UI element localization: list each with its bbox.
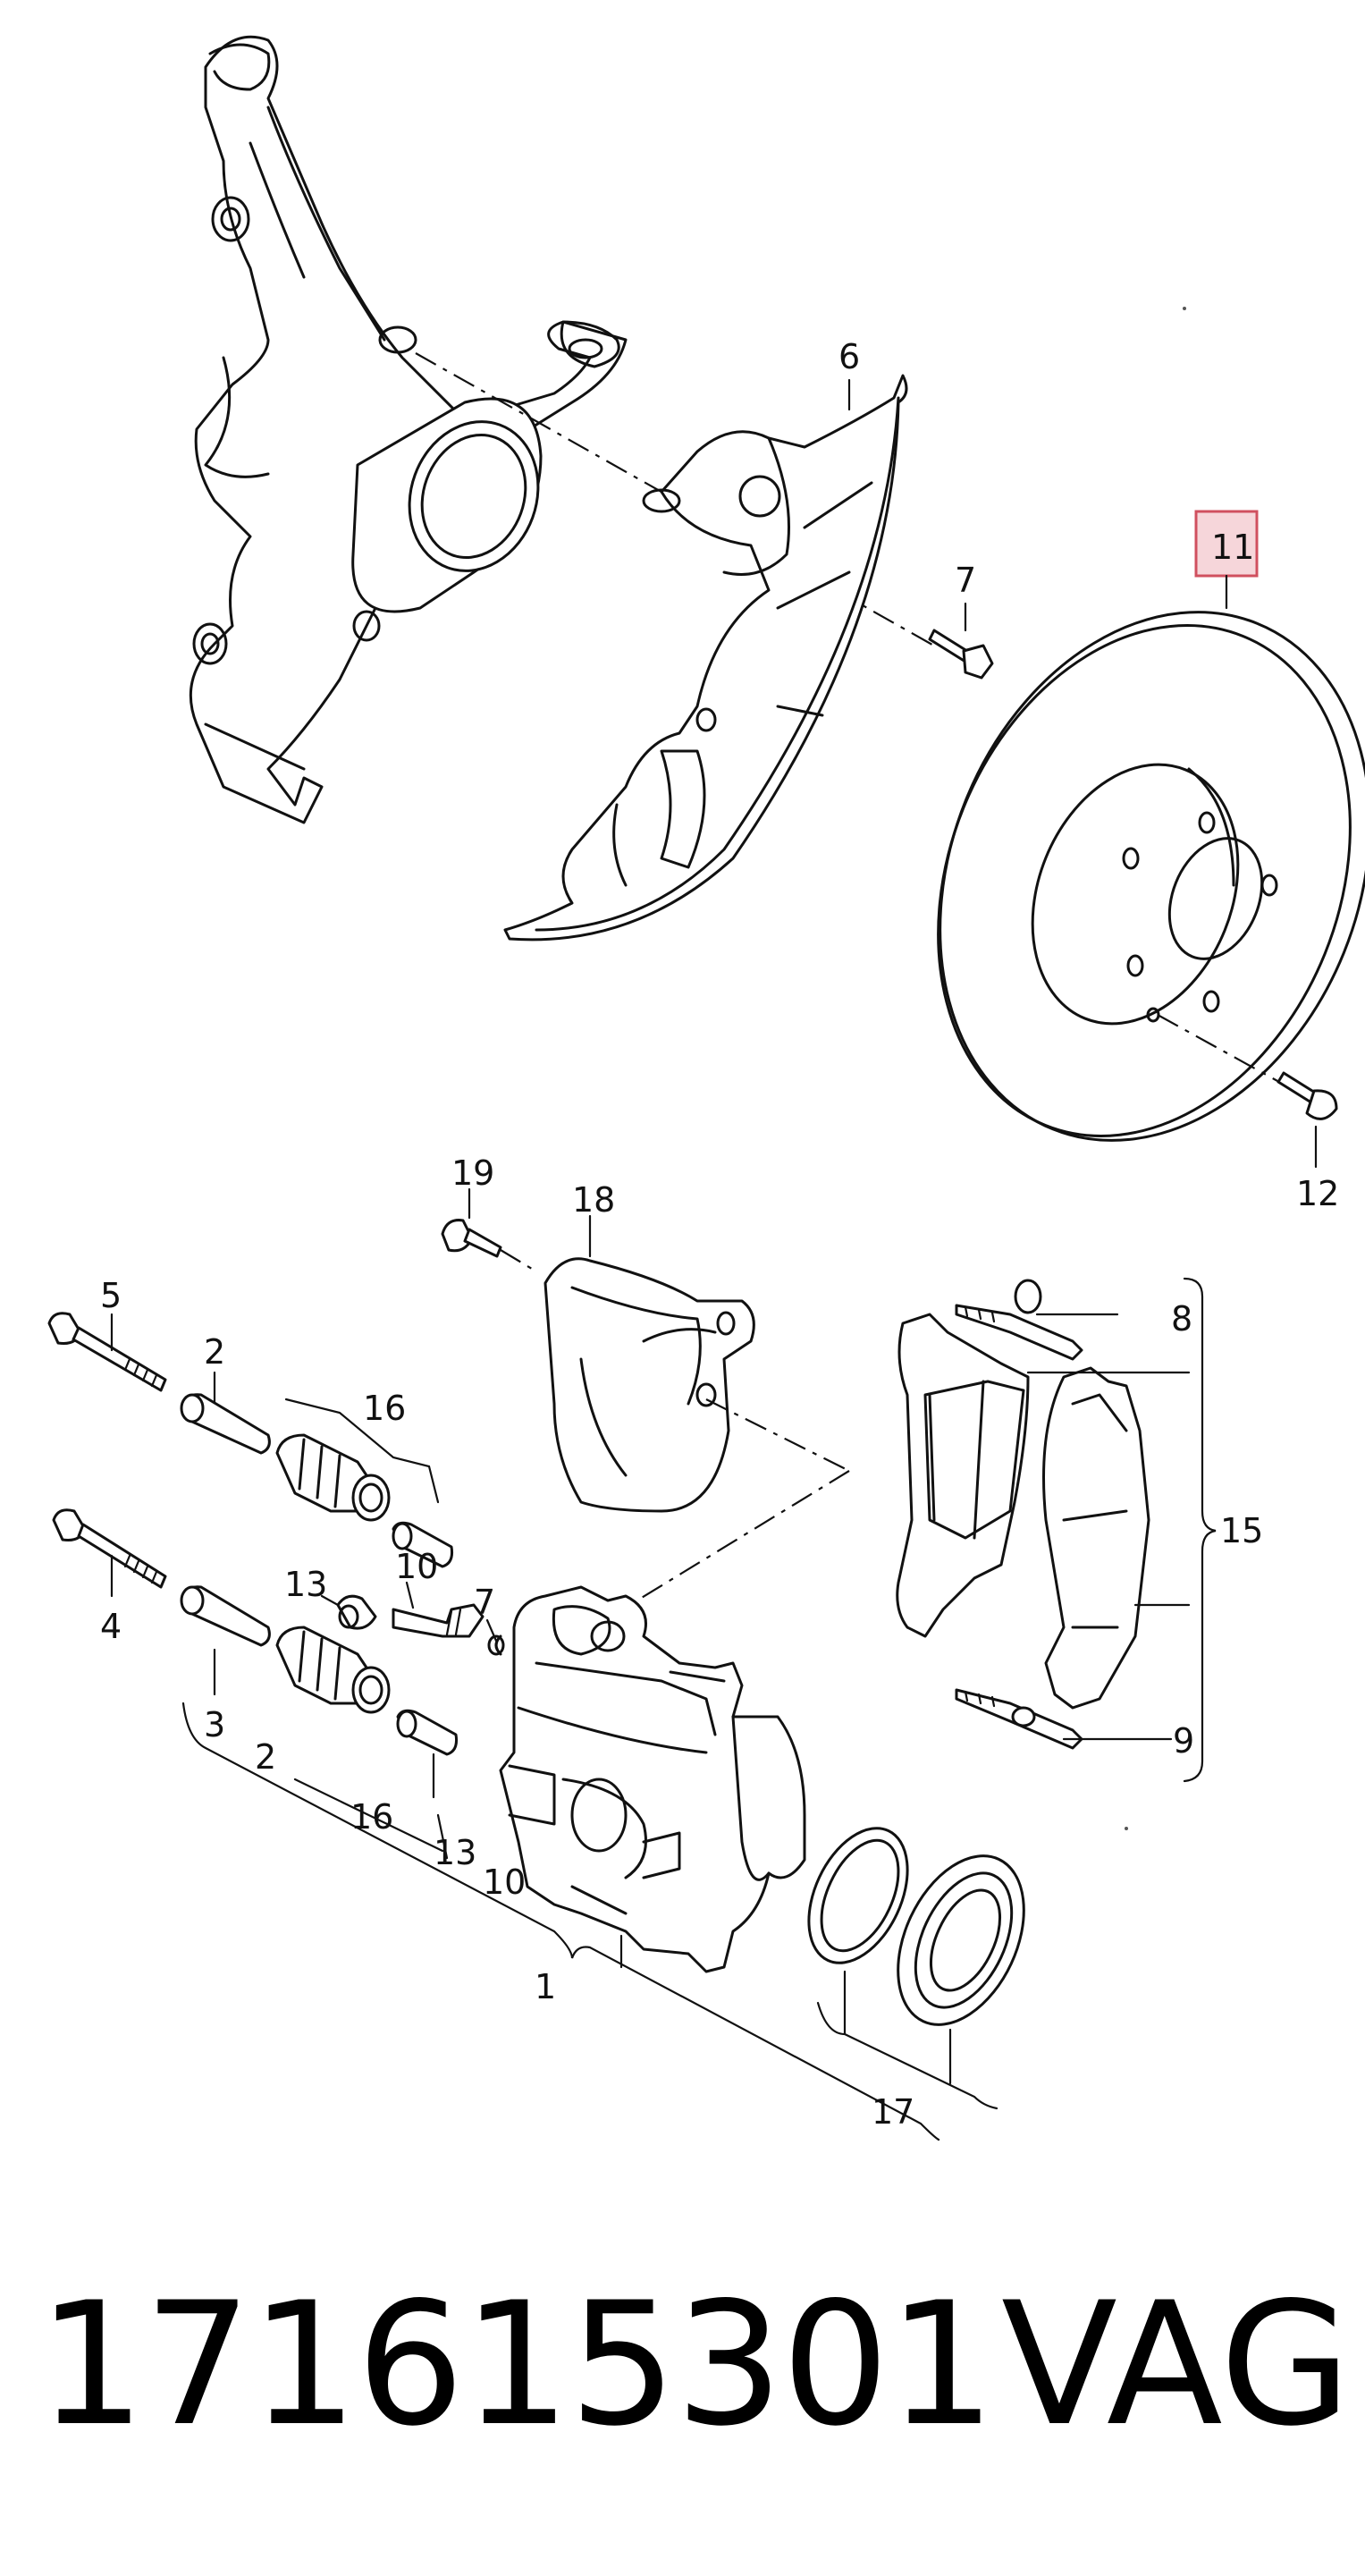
- callout-9: 9: [1173, 1721, 1194, 1761]
- brake-pad-inner: [1042, 1366, 1150, 1710]
- brand-name: VAG: [1001, 2266, 1352, 2463]
- cap-upper: [392, 1521, 453, 1568]
- callout-16-upper: 16: [363, 1389, 406, 1428]
- steering-knuckle: [189, 35, 628, 824]
- piston-seal: [807, 1827, 909, 1964]
- callout-7-upper: 7: [955, 561, 976, 600]
- bracket-1: [181, 1702, 940, 2141]
- guide-bush-16-lower: [275, 1626, 391, 1714]
- callout-13-lower: 13: [434, 1833, 476, 1872]
- bracket-15: [1183, 1277, 1217, 1783]
- callout-18: 18: [572, 1180, 615, 1220]
- callout-2-lower: 2: [255, 1737, 276, 1777]
- dust-boot: [897, 1854, 1025, 2026]
- callout-1: 1: [535, 1967, 556, 2006]
- callout-12: 12: [1296, 1174, 1339, 1213]
- callout-15: 15: [1220, 1511, 1263, 1550]
- callout-11: 11: [1211, 528, 1254, 567]
- brake-pad-outer: [896, 1313, 1030, 1638]
- sleeve-3: [180, 1585, 271, 1647]
- callout-16-lower: 16: [350, 1797, 393, 1837]
- bolt-19: [441, 1219, 502, 1258]
- highlight-box-11: [1194, 510, 1259, 578]
- callout-10-lower: 10: [483, 1862, 526, 1902]
- part-number: 171615301: [38, 2266, 996, 2463]
- cap-lower: [396, 1709, 458, 1756]
- screw-12: [1277, 1071, 1338, 1120]
- bolt-5: [47, 1312, 167, 1392]
- callout-4: 4: [100, 1607, 122, 1646]
- bolt-7: [928, 629, 994, 680]
- callout-10-upper: 10: [395, 1547, 438, 1586]
- brake-shield-18: [543, 1257, 755, 1513]
- brake-caliper: [487, 1585, 806, 1973]
- callout-7-lower: 7: [474, 1583, 495, 1622]
- callout-5: 5: [100, 1276, 122, 1315]
- dust-cap-13: [336, 1594, 377, 1630]
- anti-rattle-spring-8: [955, 1279, 1083, 1361]
- bleeder-valve-10: [392, 1603, 484, 1638]
- callout-2-upper: 2: [204, 1332, 225, 1372]
- callout-17: 17: [872, 2092, 914, 2132]
- guide-bush-16-upper: [275, 1433, 391, 1522]
- callout-6: 6: [838, 337, 860, 376]
- bolt-4: [52, 1508, 167, 1589]
- brake-disc: [937, 611, 1365, 1142]
- callout-13-upper: 13: [284, 1565, 327, 1604]
- bracket-17: [816, 2001, 998, 2110]
- splash-shield: [503, 374, 908, 942]
- wheel-bearing: [351, 397, 543, 613]
- callout-8: 8: [1171, 1299, 1192, 1339]
- anti-rattle-spring-9: [955, 1688, 1083, 1750]
- sleeve-2-upper: [180, 1393, 271, 1455]
- callout-3: 3: [204, 1705, 225, 1744]
- callout-19: 19: [451, 1153, 494, 1193]
